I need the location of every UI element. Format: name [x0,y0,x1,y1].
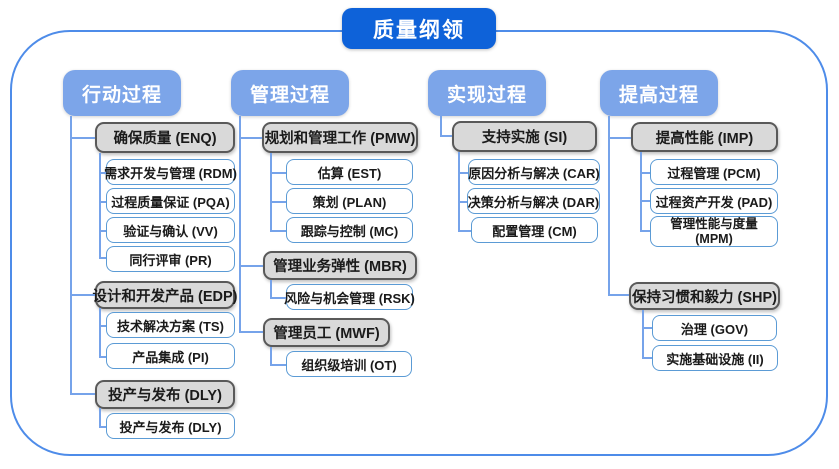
connector-line [640,230,650,232]
leaf-node-ts: 技术解决方案 (TS) [106,312,235,338]
connector-line [608,137,631,139]
connector-line [70,393,95,395]
root-node-title: 质量纲领 [342,8,496,49]
connector-line [99,356,106,358]
connector-line [70,116,72,395]
leaf-node-car: 原因分析与解决 (CAR) [468,159,600,185]
connector-line [239,331,263,333]
leaf-node-plan: 策划 (PLAN) [286,188,413,214]
group-node-si: 支持实施 (SI) [452,121,597,152]
connector-line [99,408,101,426]
connector-line [99,172,106,174]
connector-line [458,172,468,174]
group-node-imp: 提高性能 (IMP) [631,122,778,152]
leaf-node-vv: 验证与确认 (VV) [106,217,235,243]
connector-line [99,153,101,259]
leaf-node-rdm: 需求开发与管理 (RDM) [104,159,237,185]
connector-line [270,280,272,297]
connector-line [458,152,460,230]
leaf-node-ot: 组织级培训 (OT) [286,351,412,377]
process-header-improvement: 提高过程 [600,70,718,116]
connector-line [99,325,106,327]
connector-line [458,230,471,232]
group-node-shp: 保持习惯和毅力 (SHP) [629,282,780,310]
connector-line [642,357,652,359]
connector-line [642,327,652,329]
connector-line [640,200,650,202]
connector-line [270,364,286,366]
leaf-node-pqa: 过程质量保证 (PQA) [106,188,235,214]
process-header-action: 行动过程 [63,70,181,116]
connector-line [270,230,286,232]
leaf-node-dar: 决策分析与解决 (DAR) [467,188,600,214]
leaf-node-est: 估算 (EST) [286,159,413,185]
connector-line [608,294,629,296]
leaf-node-cm: 配置管理 (CM) [471,217,598,243]
connector-line [440,116,442,137]
leaf-node-pcm: 过程管理 (PCM) [650,159,778,185]
process-header-realization: 实现过程 [428,70,546,116]
group-node-mbr: 管理业务弹性 (MBR) [263,251,417,280]
process-header-management: 管理过程 [231,70,349,116]
connector-line [70,294,95,296]
connector-line [270,297,286,299]
connector-line [70,137,95,139]
connector-line [99,201,106,203]
connector-line [642,310,644,359]
leaf-node-mc: 跟踪与控制 (MC) [286,217,413,243]
leaf-node-gov: 治理 (GOV) [652,315,777,341]
connector-line [99,230,106,232]
connector-line [99,426,106,428]
group-node-edp: 设计和开发产品 (EDP) [93,281,238,309]
group-node-mwf: 管理员工 (MWF) [263,318,390,347]
connector-line [270,153,272,230]
connector-line [458,201,467,203]
connector-line [239,265,263,267]
connector-line [239,116,241,333]
group-node-pmw: 规划和管理工作 (PMW) [262,122,418,153]
connector-line [270,172,286,174]
connector-line [440,135,452,137]
connector-line [640,172,650,174]
connector-line [270,201,286,203]
connector-line [99,308,101,358]
leaf-node-rsk: 风险与机会管理 (RSK) [284,284,415,310]
leaf-node-dly-sub: 投产与发布 (DLY) [106,413,235,439]
leaf-node-pi: 产品集成 (PI) [106,343,235,369]
leaf-node-pr: 同行评审 (PR) [106,246,235,272]
group-node-enq: 确保质量 (ENQ) [95,122,235,153]
leaf-node-pad: 过程资产开发 (PAD) [650,188,778,214]
connector-line [99,257,106,259]
leaf-node-mpm: 管理性能与度量 (MPM) [650,216,778,247]
group-node-dly: 投产与发布 (DLY) [95,380,235,409]
connector-line [640,152,642,232]
connector-line [239,137,262,139]
connector-line [270,347,272,364]
leaf-node-ii: 实施基础设施 (II) [652,345,778,371]
connector-line [608,116,610,296]
